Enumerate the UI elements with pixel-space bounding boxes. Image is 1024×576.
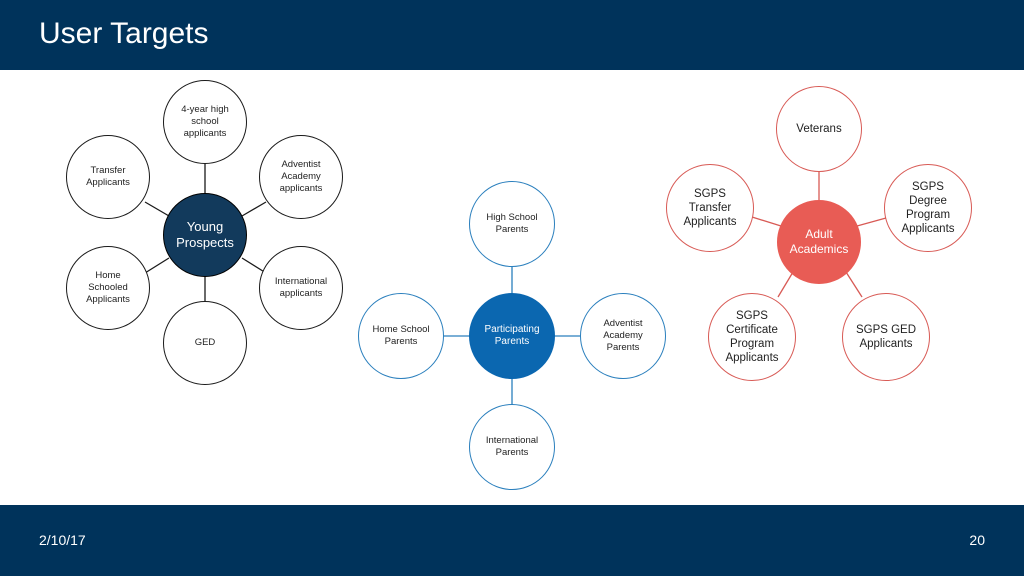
connector-line [845,271,863,298]
title-banner: User Targets [0,0,1024,70]
high-school-parents-node: High School Parents [469,181,555,267]
slide-title: User Targets [39,17,209,50]
four-year-high-school-applicants-node: 4-year high school applicants [163,80,247,164]
connector-line [777,271,794,298]
sgps-degree-program-applicants-node: SGPS Degree Program Applicants [884,164,972,252]
young-prospects-hub: Young Prospects [163,193,247,277]
home-schooled-applicants-node: Home Schooled Applicants [66,246,150,330]
footer-banner: 2/10/17 20 [0,505,1024,576]
connector-line [856,217,887,227]
connector-line [144,257,170,274]
connector-line [241,201,267,217]
adventist-academy-parents-node: Adventist Academy Parents [580,293,666,379]
sgps-certificate-program-applicants-node: SGPS Certificate Program Applicants [708,293,796,381]
international-parents-node: International Parents [469,404,555,490]
sgps-ged-applicants-node: SGPS GED Applicants [842,293,930,381]
veterans-node: Veterans [776,86,862,172]
ged-node: GED [163,301,247,385]
home-school-parents-node: Home School Parents [358,293,444,379]
slide-date: 2/10/17 [39,532,86,548]
transfer-applicants-node: Transfer Applicants [66,135,150,219]
connector-line [144,201,170,217]
page-number: 20 [969,532,985,548]
participating-parents-hub: Participating Parents [469,293,555,379]
connector-line [751,216,782,227]
adult-academics-hub: Adult Academics [777,200,861,284]
adventist-academy-applicants-node: Adventist Academy applicants [259,135,343,219]
international-applicants-node: International applicants [259,246,343,330]
sgps-transfer-applicants-node: SGPS Transfer Applicants [666,164,754,252]
